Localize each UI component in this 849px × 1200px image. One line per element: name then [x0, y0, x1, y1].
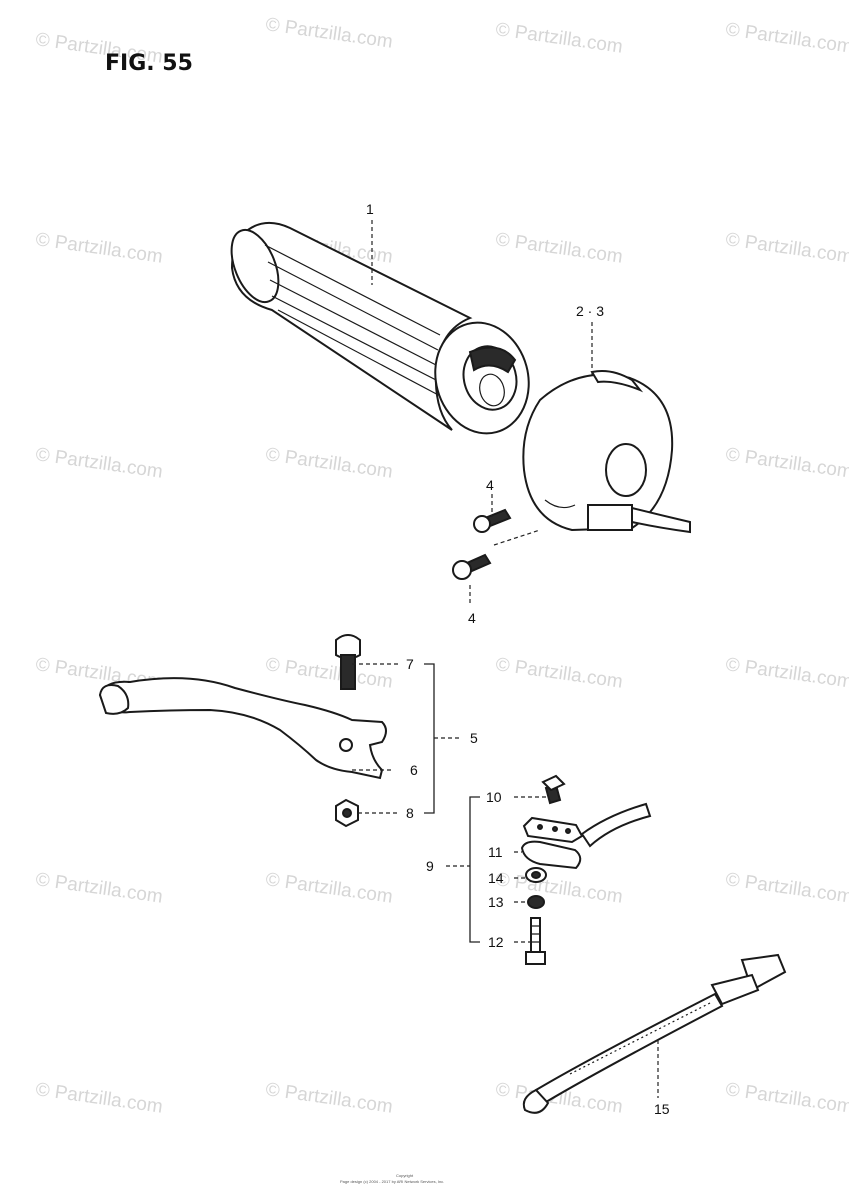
grip-part — [230, 221, 530, 435]
nut-part — [335, 798, 359, 828]
screw-part-lower — [452, 553, 492, 580]
callout-7: 7 — [406, 656, 414, 672]
watermark: © Partzilla.com — [724, 229, 849, 268]
watermark-layer: © Partzilla.com © Partzilla.com © Partzi… — [34, 14, 849, 1118]
watermark: © Partzilla.com — [34, 229, 164, 268]
watermark: © Partzilla.com — [34, 444, 164, 483]
callout-4-upper: 4 — [486, 477, 494, 493]
bolt-part — [335, 634, 361, 690]
watermark: © Partzilla.com — [264, 654, 394, 693]
watermark: © Partzilla.com — [494, 229, 624, 268]
screw-part-upper — [473, 508, 512, 533]
callout-8: 8 — [406, 805, 414, 821]
washer-part — [525, 867, 547, 883]
watermark: © Partzilla.com — [34, 1079, 164, 1118]
clamp-bolt-part — [525, 917, 546, 965]
callout-14: 14 — [488, 870, 504, 886]
watermark: © Partzilla.com — [264, 14, 394, 53]
watermark: © Partzilla.com — [724, 19, 849, 58]
callout-12: 12 — [488, 934, 504, 950]
watermark: © Partzilla.com — [724, 1079, 849, 1118]
callout-1: 1 — [366, 201, 374, 217]
watermark: © Partzilla.com — [264, 869, 394, 908]
watermark: © Partzilla.com — [494, 869, 624, 908]
callout-4-lower: 4 — [468, 610, 476, 626]
cable-tie-part — [522, 953, 787, 1114]
clamp-screw-part — [541, 774, 566, 805]
leader-lines — [352, 220, 659, 1098]
callout-6: 6 — [410, 762, 418, 778]
watermark: © Partzilla.com — [494, 654, 624, 693]
footer-copyright: Copyright — [396, 1173, 414, 1178]
watermark: © Partzilla.com — [34, 869, 164, 908]
callout-10: 10 — [486, 789, 502, 805]
clamp-part — [520, 802, 652, 870]
callout-5: 5 — [470, 730, 478, 746]
callout-2-3: 2 · 3 — [576, 303, 604, 319]
watermark: © Partzilla.com — [724, 869, 849, 908]
watermark: © Partzilla.com — [264, 444, 394, 483]
lever-part — [98, 677, 387, 780]
callout-11: 11 — [488, 844, 503, 860]
switch-housing-part — [522, 370, 691, 534]
watermark: © Partzilla.com — [494, 19, 624, 58]
callout-9: 9 — [426, 858, 434, 874]
footer-design-credit: Page design (c) 2004 - 2017 by ARI Netwo… — [340, 1179, 444, 1184]
watermark: © Partzilla.com — [724, 444, 849, 483]
watermark: © Partzilla.com — [724, 654, 849, 693]
callout-13: 13 — [488, 894, 504, 910]
watermark: © Partzilla.com — [264, 1079, 394, 1118]
callout-15: 15 — [654, 1101, 670, 1117]
lock-washer-part — [527, 895, 545, 909]
figure-title: FIG. 55 — [105, 51, 193, 76]
